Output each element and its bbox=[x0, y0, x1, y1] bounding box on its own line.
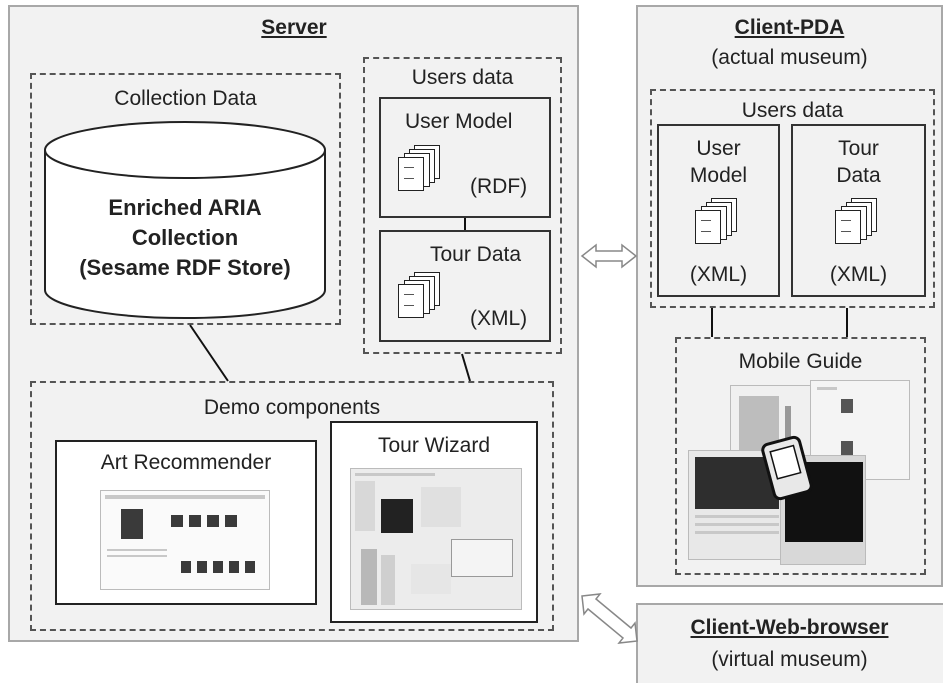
art-recommender-screenshot bbox=[100, 490, 270, 590]
client-web-browser-title: Client-Web-browser bbox=[690, 616, 889, 639]
server-tour-data-format: (XML) bbox=[470, 307, 528, 330]
xml-document-stack-icon bbox=[398, 272, 448, 322]
pda-user-model-line1: User bbox=[696, 137, 741, 160]
pda-tour-data-document-icon bbox=[835, 198, 885, 248]
pda-user-model-document-icon bbox=[695, 198, 745, 248]
client-pda-title: Client-PDA bbox=[734, 16, 845, 39]
server-users-data-label: Users data bbox=[411, 66, 514, 89]
rdf-document-stack-icon bbox=[398, 145, 448, 195]
collection-data-box bbox=[30, 73, 341, 325]
server-users-data-box bbox=[363, 57, 562, 354]
pda-users-data-label: Users data bbox=[741, 99, 844, 122]
database-label-line1: Enriched ARIA bbox=[108, 195, 262, 220]
pda-user-model-line2: Model bbox=[689, 164, 748, 187]
demo-components-label: Demo components bbox=[203, 396, 381, 419]
client-pda-subtitle: (actual museum) bbox=[711, 46, 868, 69]
database-label-line3: (Sesame RDF Store) bbox=[79, 255, 291, 280]
mobile-guide-screenshot-4 bbox=[780, 455, 866, 565]
server-tour-data-title: Tour Data bbox=[430, 243, 522, 266]
pda-user-model-format: (XML) bbox=[689, 263, 748, 286]
pda-user-model-box bbox=[657, 124, 780, 297]
pda-users-data-box bbox=[650, 89, 935, 308]
mobile-guide-box bbox=[675, 337, 926, 575]
client-web-browser-subtitle: (virtual museum) bbox=[711, 648, 868, 671]
mobile-guide-screenshot-3 bbox=[688, 450, 784, 560]
pda-tour-data-line2: Data bbox=[836, 164, 881, 187]
server-user-model-format: (RDF) bbox=[470, 175, 528, 198]
database-label-line2: Collection bbox=[131, 225, 239, 250]
pda-tour-data-format: (XML) bbox=[829, 263, 888, 286]
tour-wizard-screenshot bbox=[350, 468, 522, 610]
tour-wizard-label: Tour Wizard bbox=[377, 434, 491, 457]
mobile-guide-label: Mobile Guide bbox=[738, 350, 863, 373]
server-user-model-title: User Model bbox=[405, 110, 513, 133]
art-recommender-label: Art Recommender bbox=[100, 451, 272, 474]
collection-data-label: Collection Data bbox=[114, 87, 257, 110]
pda-tour-data-line1: Tour bbox=[838, 137, 879, 160]
server-title: Server bbox=[261, 16, 327, 39]
demo-components-box bbox=[30, 381, 554, 631]
client-web-browser-panel bbox=[636, 603, 943, 683]
